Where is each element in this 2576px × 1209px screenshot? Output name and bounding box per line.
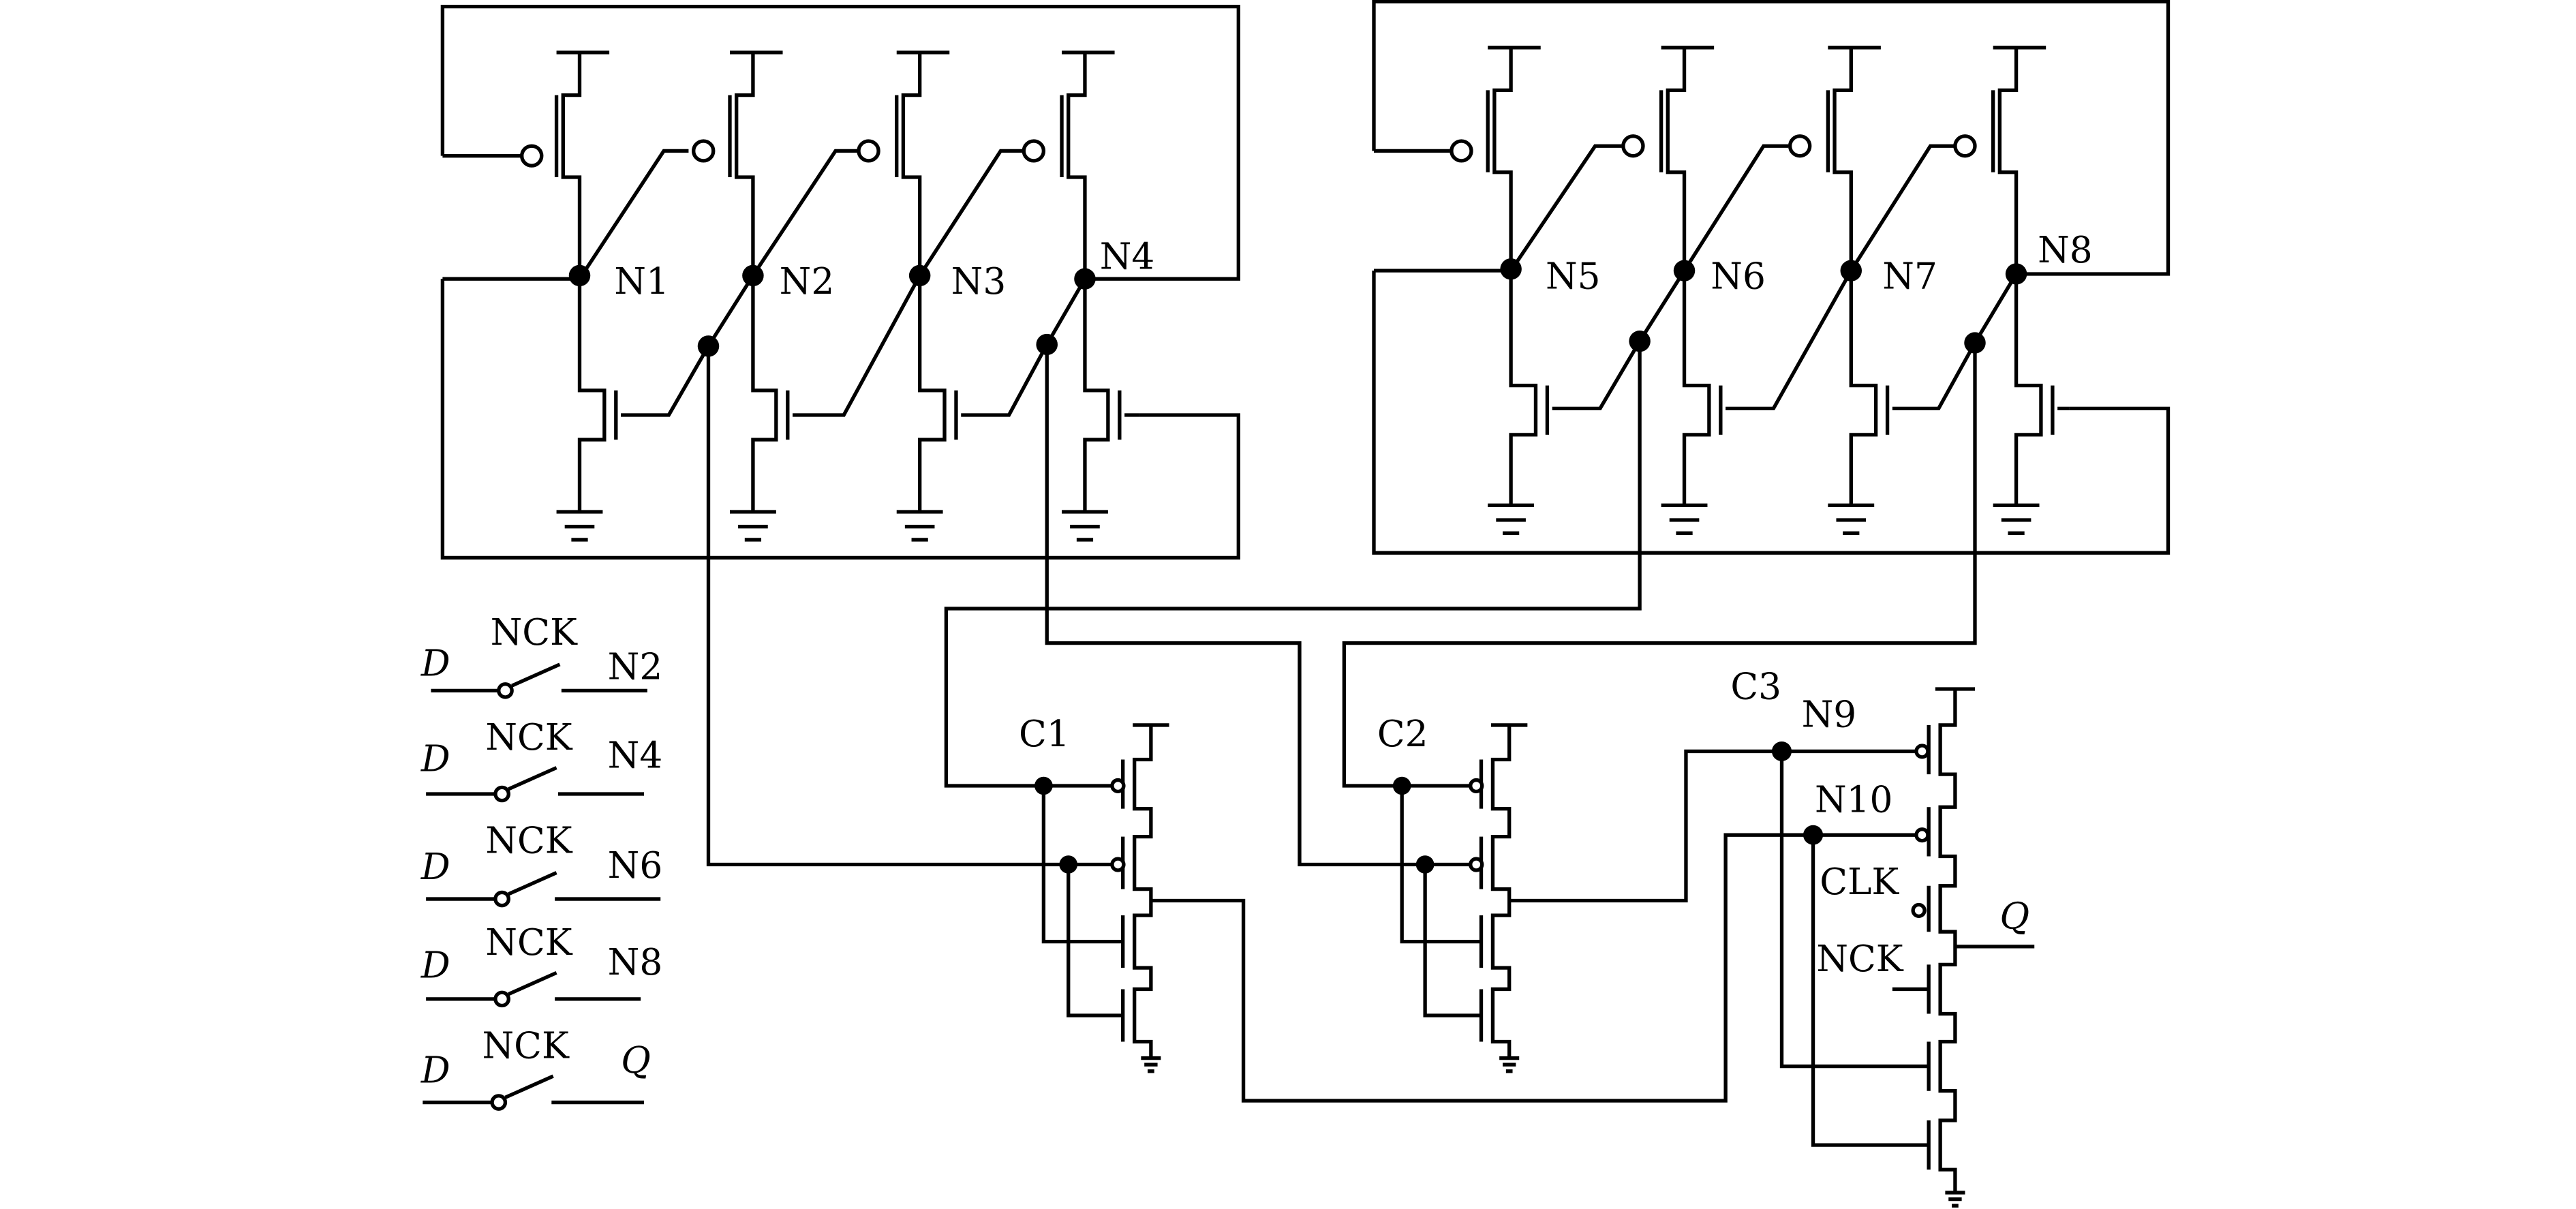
node-n5 bbox=[1500, 258, 1522, 280]
label-n3: N3 bbox=[951, 260, 1007, 303]
node-c2-a bbox=[1392, 776, 1411, 795]
label-clk: CLK bbox=[1820, 861, 1899, 903]
pmos-gate-bubble bbox=[1022, 139, 1046, 163]
pmos-gate-bubble bbox=[520, 144, 544, 168]
ring-1-frame bbox=[440, 4, 1240, 560]
label-n9: N9 bbox=[1802, 693, 1857, 735]
ring-block-2: N5 N6 N7 N8 bbox=[1372, 0, 2171, 555]
ring-1-stage-2 bbox=[692, 50, 921, 542]
ring-1-stage-4 bbox=[707, 50, 1139, 542]
node-n10 bbox=[1803, 825, 1824, 845]
switch-output-label: Q bbox=[621, 1039, 651, 1082]
switch-input-label: D bbox=[420, 737, 450, 780]
node-c1-a bbox=[1034, 776, 1053, 795]
ring-2-stage-3 bbox=[1788, 46, 1977, 535]
pmos-gate-bubble bbox=[1110, 778, 1126, 794]
node-c1-b bbox=[1059, 855, 1078, 874]
node-n9 bbox=[1771, 741, 1792, 761]
node-n8 bbox=[2005, 263, 2027, 285]
switch-5: D NCK Q bbox=[420, 1025, 651, 1111]
pmos-gate-bubble bbox=[1110, 857, 1126, 872]
switch-input-label: D bbox=[420, 945, 450, 987]
node-n4 bbox=[1074, 268, 1096, 290]
pmos-gate-bubble bbox=[1469, 778, 1484, 794]
pmos-gate-bubble bbox=[1953, 134, 1977, 158]
switch-pivot bbox=[497, 682, 514, 699]
switch-output-label: N2 bbox=[608, 646, 663, 688]
ring-2-stage-1 bbox=[1373, 46, 1642, 535]
label-nck: NCK bbox=[1816, 938, 1904, 980]
label-c1: C1 bbox=[1019, 713, 1070, 755]
switch-control-label: NCK bbox=[485, 716, 573, 759]
label-c3: C3 bbox=[1730, 666, 1781, 708]
switch-output-label: N4 bbox=[608, 735, 663, 777]
pmos-gate-bubble bbox=[1450, 139, 1473, 163]
label-n7: N7 bbox=[1882, 256, 1937, 298]
switch-pivot bbox=[493, 990, 510, 1008]
switch-2: D NCK N4 bbox=[420, 716, 663, 803]
label-c2: C2 bbox=[1377, 713, 1428, 755]
switch-input-label: D bbox=[420, 1050, 450, 1092]
label-n6: N6 bbox=[1711, 256, 1766, 298]
label-n5: N5 bbox=[1546, 256, 1601, 298]
label-n8: N8 bbox=[2038, 229, 2093, 271]
node-n7 bbox=[1840, 260, 1862, 281]
switch-pivot bbox=[493, 890, 510, 908]
switch-1: D NCK N2 bbox=[420, 611, 663, 699]
switch-control-label: NCK bbox=[485, 921, 573, 964]
switch-3: D NCK N6 bbox=[420, 820, 663, 908]
ring-1-stage-3 bbox=[857, 50, 1049, 542]
pmos-gate-bubble bbox=[1788, 134, 1812, 158]
node-tap-3 bbox=[1629, 331, 1651, 352]
label-n10: N10 bbox=[1815, 779, 1892, 821]
sampling-switches: D NCK N2 D NCK N4 D NCK N6 D NCK N8 bbox=[420, 611, 663, 1111]
pmos-gate-bubble bbox=[857, 139, 880, 163]
ring-1-stage-1 bbox=[442, 50, 710, 542]
ring-2-frame bbox=[1372, 0, 2171, 555]
switch-pivot bbox=[490, 1094, 508, 1111]
switch-control-label: NCK bbox=[485, 820, 573, 862]
stage-c2: C2 bbox=[1377, 713, 1528, 1073]
label-n4: N4 bbox=[1100, 236, 1155, 278]
pmos-gate-bubble bbox=[1911, 902, 1927, 918]
node-n6 bbox=[1673, 260, 1696, 281]
ring-2-stage-4 bbox=[1638, 46, 2070, 535]
switch-control-label: NCK bbox=[491, 611, 579, 654]
switch-pivot bbox=[493, 785, 510, 803]
ring-block-1: N1 N2 N3 N4 bbox=[440, 4, 1240, 560]
label-n2: N2 bbox=[780, 260, 835, 303]
switch-input-label: D bbox=[420, 643, 450, 685]
pmos-gate-bubble bbox=[692, 139, 716, 163]
node-c2-b bbox=[1415, 855, 1435, 874]
switch-4: D NCK N8 bbox=[420, 921, 663, 1008]
stage-c1: C1 bbox=[1019, 713, 1169, 1073]
label-q: Q bbox=[1999, 896, 2029, 938]
switch-output-label: N6 bbox=[608, 844, 663, 887]
interconnect-wires bbox=[706, 341, 1977, 1103]
pmos-gate-bubble bbox=[1914, 744, 1930, 759]
pmos-gate-bubble bbox=[1914, 827, 1930, 843]
pmos-gate-bubble bbox=[1621, 134, 1645, 158]
ring-2-stage-2 bbox=[1621, 46, 1853, 535]
node-n1 bbox=[568, 264, 591, 287]
switch-input-label: D bbox=[420, 846, 450, 888]
switch-control-label: NCK bbox=[482, 1025, 570, 1067]
label-n1: N1 bbox=[614, 260, 669, 303]
node-n3 bbox=[908, 264, 931, 287]
stage-c3: C3 N9 N10 CLK NCK Q bbox=[1730, 666, 2035, 1208]
node-n2 bbox=[742, 264, 764, 287]
switch-output-label: N8 bbox=[608, 941, 663, 983]
pmos-gate-bubble bbox=[1469, 857, 1484, 872]
